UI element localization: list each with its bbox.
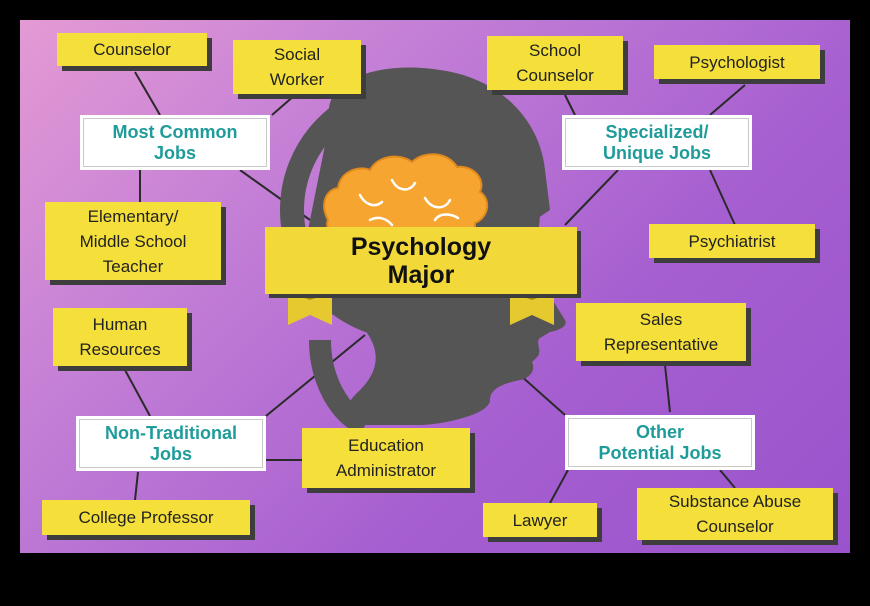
job-social-worker: Social Worker — [233, 40, 361, 94]
job-education-administrator: Education Administrator — [302, 428, 470, 488]
job-elementary-teacher: Elementary/ Middle School Teacher — [45, 202, 221, 280]
banner-tails — [288, 292, 554, 325]
job-sales-representative: Sales Representative — [576, 303, 746, 361]
diagram-canvas: Psychology Major Most Common Jobs Specia… — [20, 20, 850, 553]
category-most-common: Most Common Jobs — [80, 115, 270, 170]
category-other-potential: Other Potential Jobs — [565, 415, 755, 470]
job-college-professor: College Professor — [42, 500, 250, 535]
job-human-resources: Human Resources — [53, 308, 187, 366]
job-lawyer: Lawyer — [483, 503, 597, 537]
title-banner: Psychology Major — [265, 227, 577, 294]
job-counselor: Counselor — [57, 33, 207, 66]
connector-lines — [124, 71, 746, 504]
brain-icon — [323, 153, 489, 238]
job-psychiatrist: Psychiatrist — [649, 224, 815, 258]
job-school-counselor: School Counselor — [487, 36, 623, 90]
title-line-1: Psychology — [350, 232, 492, 261]
category-non-traditional: Non-Traditional Jobs — [76, 416, 266, 471]
job-substance-abuse-counselor: Substance Abuse Counselor — [637, 488, 833, 540]
job-psychologist: Psychologist — [654, 45, 820, 79]
category-specialized: Specialized/ Unique Jobs — [562, 115, 752, 170]
title-line-2: Major — [387, 260, 455, 289]
